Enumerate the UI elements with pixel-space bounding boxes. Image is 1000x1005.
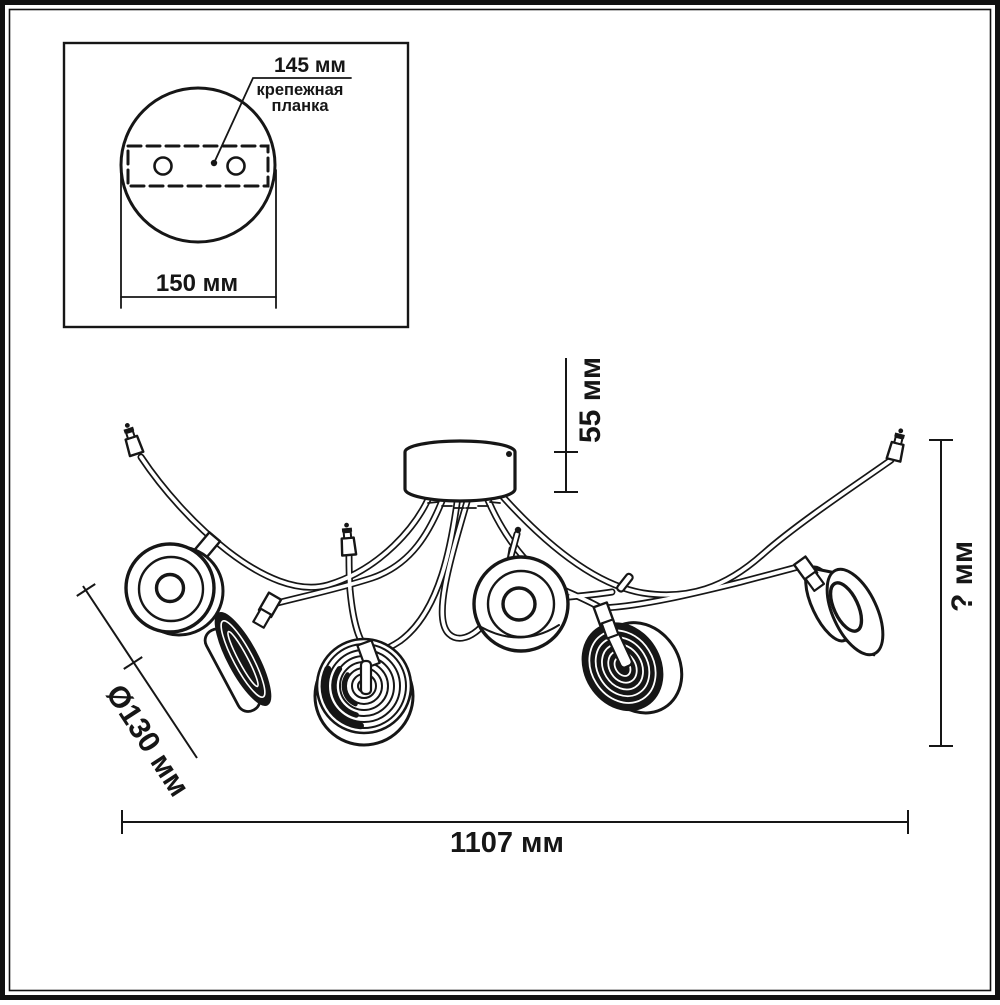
spot-head-4 — [472, 526, 570, 653]
head3-shading — [320, 665, 364, 730]
mounting-plate-inset: 145 мм крепежная планка 150 мм — [62, 41, 410, 329]
plate-width-label: 150 мм — [156, 270, 238, 297]
head4-lens — [501, 586, 537, 622]
head1-lens — [154, 572, 186, 604]
plate-width-dimension — [120, 169, 277, 309]
spot-head-5 — [581, 601, 684, 715]
ceiling-canopy — [403, 439, 517, 509]
dimension-shade-diameter — [76, 583, 198, 759]
mount-hole-right — [226, 156, 246, 176]
head6-lens — [828, 581, 864, 633]
canopy-top-view — [119, 86, 277, 244]
dimension-fixture-height — [929, 439, 953, 747]
canopy-height-label: 55 мм — [574, 357, 607, 443]
hole-spacing-label: 145 мм — [274, 54, 346, 77]
leader-line — [213, 77, 352, 164]
spot-head-2 — [203, 591, 283, 713]
mount-hole-left — [153, 156, 173, 176]
bracket-label-line1: крепежная — [257, 81, 344, 99]
bracket-label-line2: планка — [271, 97, 329, 115]
arm-end-cap-middle — [340, 522, 358, 557]
arm-end-cap-right — [885, 428, 905, 463]
spot-head-3 — [313, 637, 415, 747]
head3-stem — [359, 659, 373, 696]
canopy-stub-cuts — [427, 501, 501, 509]
dimension-fixture-width — [121, 810, 909, 834]
canopy-screw — [506, 451, 512, 457]
dimension-canopy-height — [554, 358, 578, 493]
arm-end-cap-left — [123, 422, 145, 458]
head3-joint — [356, 639, 381, 670]
spot-head-1 — [124, 531, 225, 637]
arm-4-end-stub — [616, 572, 634, 593]
fixture-width-label: 1107 мм — [450, 827, 564, 859]
mounting-bracket-dashed — [126, 144, 270, 188]
spot-head-6 — [792, 555, 885, 657]
fixture-drawing — [123, 422, 905, 747]
fixture-height-label: ? мм — [946, 541, 979, 612]
inner-frame — [8, 8, 992, 992]
